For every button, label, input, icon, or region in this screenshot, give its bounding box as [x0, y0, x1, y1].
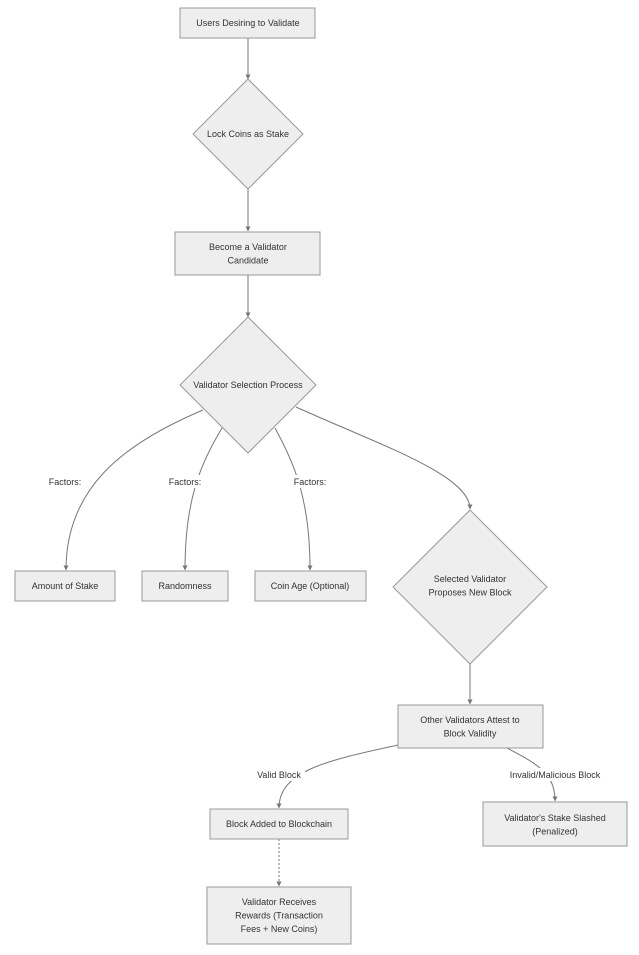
node-label-line: Randomness — [158, 581, 212, 591]
node-label-line: Coin Age (Optional) — [271, 581, 350, 591]
node-users: Users Desiring to Validate — [179, 7, 316, 39]
node-slashed-label: Validator's Stake Slashed (Penalized) — [504, 813, 606, 837]
node-label-line: Validator Selection Process — [193, 380, 303, 390]
edge-label-factors-3: Factors: — [294, 477, 327, 487]
node-lock: Lock Coins as Stake — [192, 78, 304, 190]
node-coin-age-label: Coin Age (Optional) — [271, 581, 350, 591]
edge-label-invalid-group: Invalid/Malicious Block — [505, 768, 605, 781]
node-randomness: Randomness — [141, 570, 229, 602]
node-label-line: Block Added to Blockchain — [226, 819, 332, 829]
node-added: Block Added to Blockchain — [209, 808, 349, 840]
node-stake-amount-label: Amount of Stake — [32, 581, 99, 591]
node-selection: Validator Selection Process — [179, 316, 317, 454]
node-label-line: Validator's Stake Slashed — [504, 813, 606, 823]
node-label-line: Lock Coins as Stake — [207, 129, 289, 139]
node-label-line: Other Validators Attest to — [420, 715, 519, 725]
edge-label-invalid: Invalid/Malicious Block — [510, 770, 601, 780]
edge-selection-proposes — [295, 406, 473, 510]
node-users-label: Users Desiring to Validate — [196, 18, 299, 28]
edge-attest-added — [276, 744, 399, 809]
node-attest: Other Validators Attest to Block Validity — [397, 704, 544, 749]
node-attest-label: Other Validators Attest to Block Validity — [420, 715, 519, 739]
edge-label-valid-group: Valid Block — [253, 768, 305, 781]
node-randomness-label: Randomness — [158, 581, 212, 591]
edges — [63, 38, 558, 887]
node-added-label: Block Added to Blockchain — [226, 819, 332, 829]
node-stake-amount: Amount of Stake — [14, 570, 116, 602]
edge-label-factors-2: Factors: — [169, 477, 202, 487]
edge-selection-randomness — [182, 427, 223, 571]
edge-label-factors-1-group: Factors: — [46, 475, 84, 488]
node-label-line: Amount of Stake — [32, 581, 99, 591]
edge-selection-stake — [63, 409, 204, 571]
edge-label-factors-3-group: Factors: — [291, 475, 329, 488]
node-lock-label: Lock Coins as Stake — [207, 129, 289, 139]
node-selection-label: Validator Selection Process — [193, 380, 303, 390]
edge-label-factors-2-group: Factors: — [166, 475, 204, 488]
node-label-line: Fees + New Coins) — [241, 924, 318, 934]
edge-label-factors-1: Factors: — [49, 477, 82, 487]
node-label-line: Block Validity — [444, 729, 497, 739]
node-label-line: (Penalized) — [532, 827, 578, 837]
node-label-line: Validator Receives — [242, 897, 317, 907]
edge-selection-coinage — [274, 427, 313, 571]
node-slashed: Validator's Stake Slashed (Penalized) — [482, 801, 628, 847]
edge-label-valid: Valid Block — [257, 770, 301, 780]
node-label-line: Proposes New Block — [428, 588, 512, 598]
node-label-line: Rewards (Transaction — [235, 911, 323, 921]
node-label-line: Users Desiring to Validate — [196, 18, 299, 28]
node-label-line: Selected Validator — [434, 574, 506, 584]
node-label-line: Become a Validator — [209, 242, 287, 252]
node-label-line: Candidate — [227, 256, 268, 266]
node-coin-age: Coin Age (Optional) — [254, 570, 367, 602]
